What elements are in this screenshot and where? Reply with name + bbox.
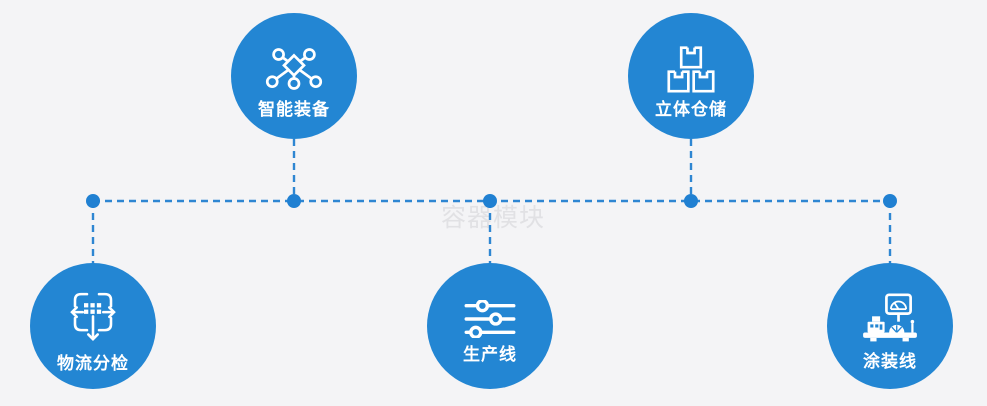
sliders-icon (464, 300, 516, 338)
node-label: 涂装线 (863, 352, 917, 372)
node-smart-equipment: 智能装备 (231, 13, 357, 139)
watermark-text: 容器模块 (441, 203, 546, 232)
node-label: 立体仓储 (655, 100, 727, 120)
node-production-line: 生产线 (427, 263, 553, 389)
stacked-boxes-icon (667, 46, 715, 93)
sorting-grid-arrows-icon (70, 292, 116, 341)
node-warehouse-storage: 立体仓储 (628, 13, 754, 139)
node-label: 智能装备 (258, 100, 330, 120)
junction-dots (86, 194, 897, 208)
node-label: 生产线 (463, 345, 517, 365)
node-painting-line: 涂装线 (827, 263, 953, 389)
network-nodes-icon (265, 48, 323, 90)
machine-monitor-icon (863, 293, 917, 342)
node-logistics-sorting: 物流分检 (30, 263, 156, 389)
node-label: 物流分检 (57, 354, 129, 374)
